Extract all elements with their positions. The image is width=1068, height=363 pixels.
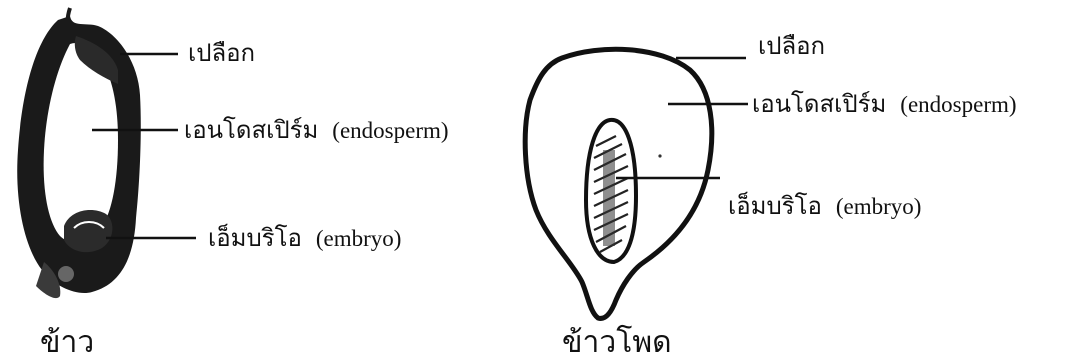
rice-endosperm-en: (endosperm) — [332, 118, 448, 143]
rice-grain-illustration — [17, 8, 141, 298]
corn-caption: ข้าวโพด — [562, 324, 672, 360]
corn-embryo-core — [603, 150, 615, 246]
corn-endosperm-label: เอนโดสเปิร์ม (endosperm) — [752, 90, 1017, 118]
rice-endosperm-thai: เอนโดสเปิร์ม — [184, 116, 318, 144]
rice-hull-label: เปลือก — [188, 39, 255, 67]
rice-embryo-label: เอ็มบริโอ (embryo) — [208, 223, 401, 252]
corn-embryo-thai: เอ็มบริโอ — [728, 191, 822, 220]
rice-endosperm-label: เอนโดสเปิร์ม (endosperm) — [184, 116, 449, 144]
corn-embryo-en: (embryo) — [836, 194, 922, 219]
corn-hull-label: เปลือก — [758, 32, 825, 60]
rice-embryo-thai: เอ็มบริโอ — [208, 223, 302, 252]
rice-embryo-en: (embryo) — [316, 226, 402, 251]
corn-speck — [658, 154, 661, 157]
corn-endosperm-en: (endosperm) — [900, 92, 1016, 117]
rice-caption: ข้าว — [40, 325, 94, 360]
corn-kernel-illustration — [525, 49, 712, 318]
corn-endosperm-thai: เอนโดสเปิร์ม — [752, 90, 886, 118]
corn-embryo-label: เอ็มบริโอ (embryo) — [728, 191, 921, 220]
rice-base-spot — [58, 266, 74, 282]
